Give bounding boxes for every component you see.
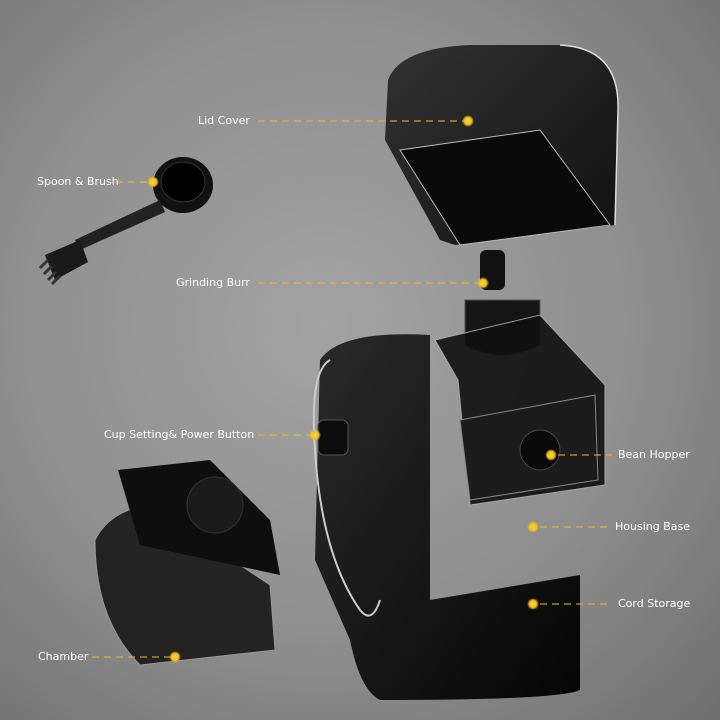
- label-grinding-burr: Grinding Burr: [176, 276, 250, 289]
- chamber: [94, 460, 280, 666]
- leader-lines: [92, 120, 612, 658]
- label-spoon-brush: Spoon & Brush: [37, 175, 119, 188]
- label-lid-cover: Lid Cover: [198, 114, 250, 127]
- housing-base: [312, 314, 606, 700]
- label-housing-base: Housing Base: [615, 520, 690, 533]
- lid-cover: [385, 44, 619, 246]
- spoon-brush: [38, 157, 213, 286]
- label-bean-hopper: Bean Hopper: [618, 448, 690, 461]
- label-cup-setting: Cup Setting& Power Button: [104, 428, 255, 441]
- marker-dots: [147, 115, 557, 663]
- label-chamber: Chamber: [38, 650, 89, 663]
- label-cord-storage: Cord Storage: [618, 597, 691, 610]
